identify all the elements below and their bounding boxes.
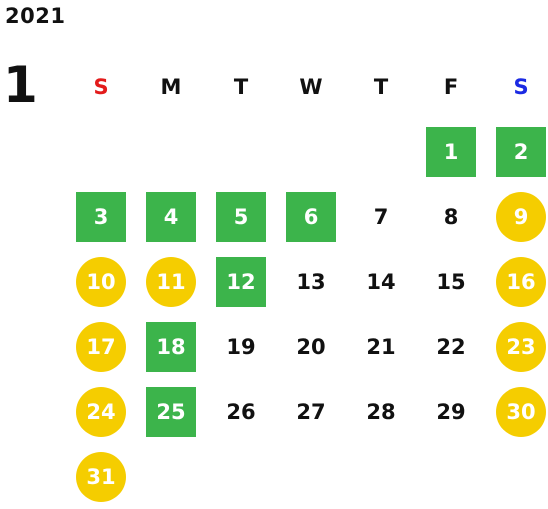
calendar-day-number: 3 — [76, 192, 126, 242]
weekday-header: S — [513, 75, 529, 99]
calendar-day-number: 27 — [296, 400, 326, 424]
calendar-day-cell[interactable]: 20 — [276, 315, 346, 379]
calendar-day-cell[interactable]: 11 — [136, 250, 206, 314]
calendar-day-cell[interactable]: 26 — [206, 380, 276, 444]
calendar-day-number: 6 — [286, 192, 336, 242]
calendar-day-number: 8 — [443, 205, 459, 229]
calendar-day-cell[interactable]: 12 — [206, 250, 276, 314]
calendar-day-cell[interactable]: 1 — [416, 120, 486, 184]
calendar-day-cell[interactable]: 8 — [416, 185, 486, 249]
calendar-day-number: 20 — [296, 335, 326, 359]
calendar-year: 2021 — [5, 4, 66, 28]
calendar-day-number: 12 — [216, 257, 266, 307]
calendar-day-cell[interactable]: 28 — [346, 380, 416, 444]
calendar-month: 1 — [3, 56, 38, 114]
calendar-day-number: 18 — [146, 322, 196, 372]
weekday-header: T — [233, 75, 249, 99]
calendar-day-number: 26 — [226, 400, 256, 424]
weekday-header: M — [160, 75, 182, 99]
calendar-day-number: 24 — [76, 387, 126, 437]
calendar-day-cell[interactable]: 30 — [486, 380, 548, 444]
calendar-day-cell[interactable]: 9 — [486, 185, 548, 249]
calendar-day-number: 19 — [226, 335, 256, 359]
calendar-day-number: 5 — [216, 192, 266, 242]
calendar-day-cell[interactable]: 27 — [276, 380, 346, 444]
calendar-day-cell[interactable]: 13 — [276, 250, 346, 314]
calendar-day-cell[interactable]: 21 — [346, 315, 416, 379]
calendar-day-number: 13 — [296, 270, 326, 294]
calendar-day-cell[interactable]: 10 — [66, 250, 136, 314]
calendar-day-number: 21 — [366, 335, 396, 359]
calendar-day-cell[interactable]: 22 — [416, 315, 486, 379]
calendar-day-cell[interactable]: 4 — [136, 185, 206, 249]
calendar-day-number: 22 — [436, 335, 466, 359]
calendar-day-cell[interactable]: 14 — [346, 250, 416, 314]
calendar-day-cell[interactable]: 29 — [416, 380, 486, 444]
calendar-day-cell[interactable]: 16 — [486, 250, 548, 314]
calendar-day-cell[interactable]: 17 — [66, 315, 136, 379]
calendar-day-number: 31 — [76, 452, 126, 502]
calendar-day-number: 10 — [76, 257, 126, 307]
calendar-day-number: 30 — [496, 387, 546, 437]
calendar-day-number: 2 — [496, 127, 546, 177]
calendar-day-number: 16 — [496, 257, 546, 307]
calendar-day-number: 17 — [76, 322, 126, 372]
weekday-header: F — [443, 75, 459, 99]
calendar-day-cell[interactable]: 24 — [66, 380, 136, 444]
calendar-day-cell[interactable]: 15 — [416, 250, 486, 314]
calendar-day-cell[interactable]: 23 — [486, 315, 548, 379]
calendar-day-cell[interactable]: 3 — [66, 185, 136, 249]
calendar-day-cell[interactable]: 18 — [136, 315, 206, 379]
calendar-day-cell[interactable]: 19 — [206, 315, 276, 379]
calendar-day-number: 14 — [366, 270, 396, 294]
calendar-day-number: 4 — [146, 192, 196, 242]
calendar-day-number: 23 — [496, 322, 546, 372]
calendar-day-cell[interactable]: 25 — [136, 380, 206, 444]
calendar-day-number: 1 — [426, 127, 476, 177]
calendar-day-number: 15 — [436, 270, 466, 294]
calendar-day-cell[interactable]: 5 — [206, 185, 276, 249]
calendar-day-number: 11 — [146, 257, 196, 307]
calendar-day-number: 28 — [366, 400, 396, 424]
weekday-header: T — [373, 75, 389, 99]
calendar-day-cell[interactable]: 2 — [486, 120, 548, 184]
weekday-header: S — [93, 75, 109, 99]
calendar-day-cell[interactable]: 7 — [346, 185, 416, 249]
calendar-day-number: 25 — [146, 387, 196, 437]
calendar-day-cell[interactable]: 31 — [66, 445, 136, 509]
calendar-day-cell[interactable]: 6 — [276, 185, 346, 249]
calendar-day-number: 29 — [436, 400, 466, 424]
calendar-day-number: 9 — [496, 192, 546, 242]
calendar-day-number: 7 — [373, 205, 389, 229]
weekday-header: W — [299, 75, 323, 99]
